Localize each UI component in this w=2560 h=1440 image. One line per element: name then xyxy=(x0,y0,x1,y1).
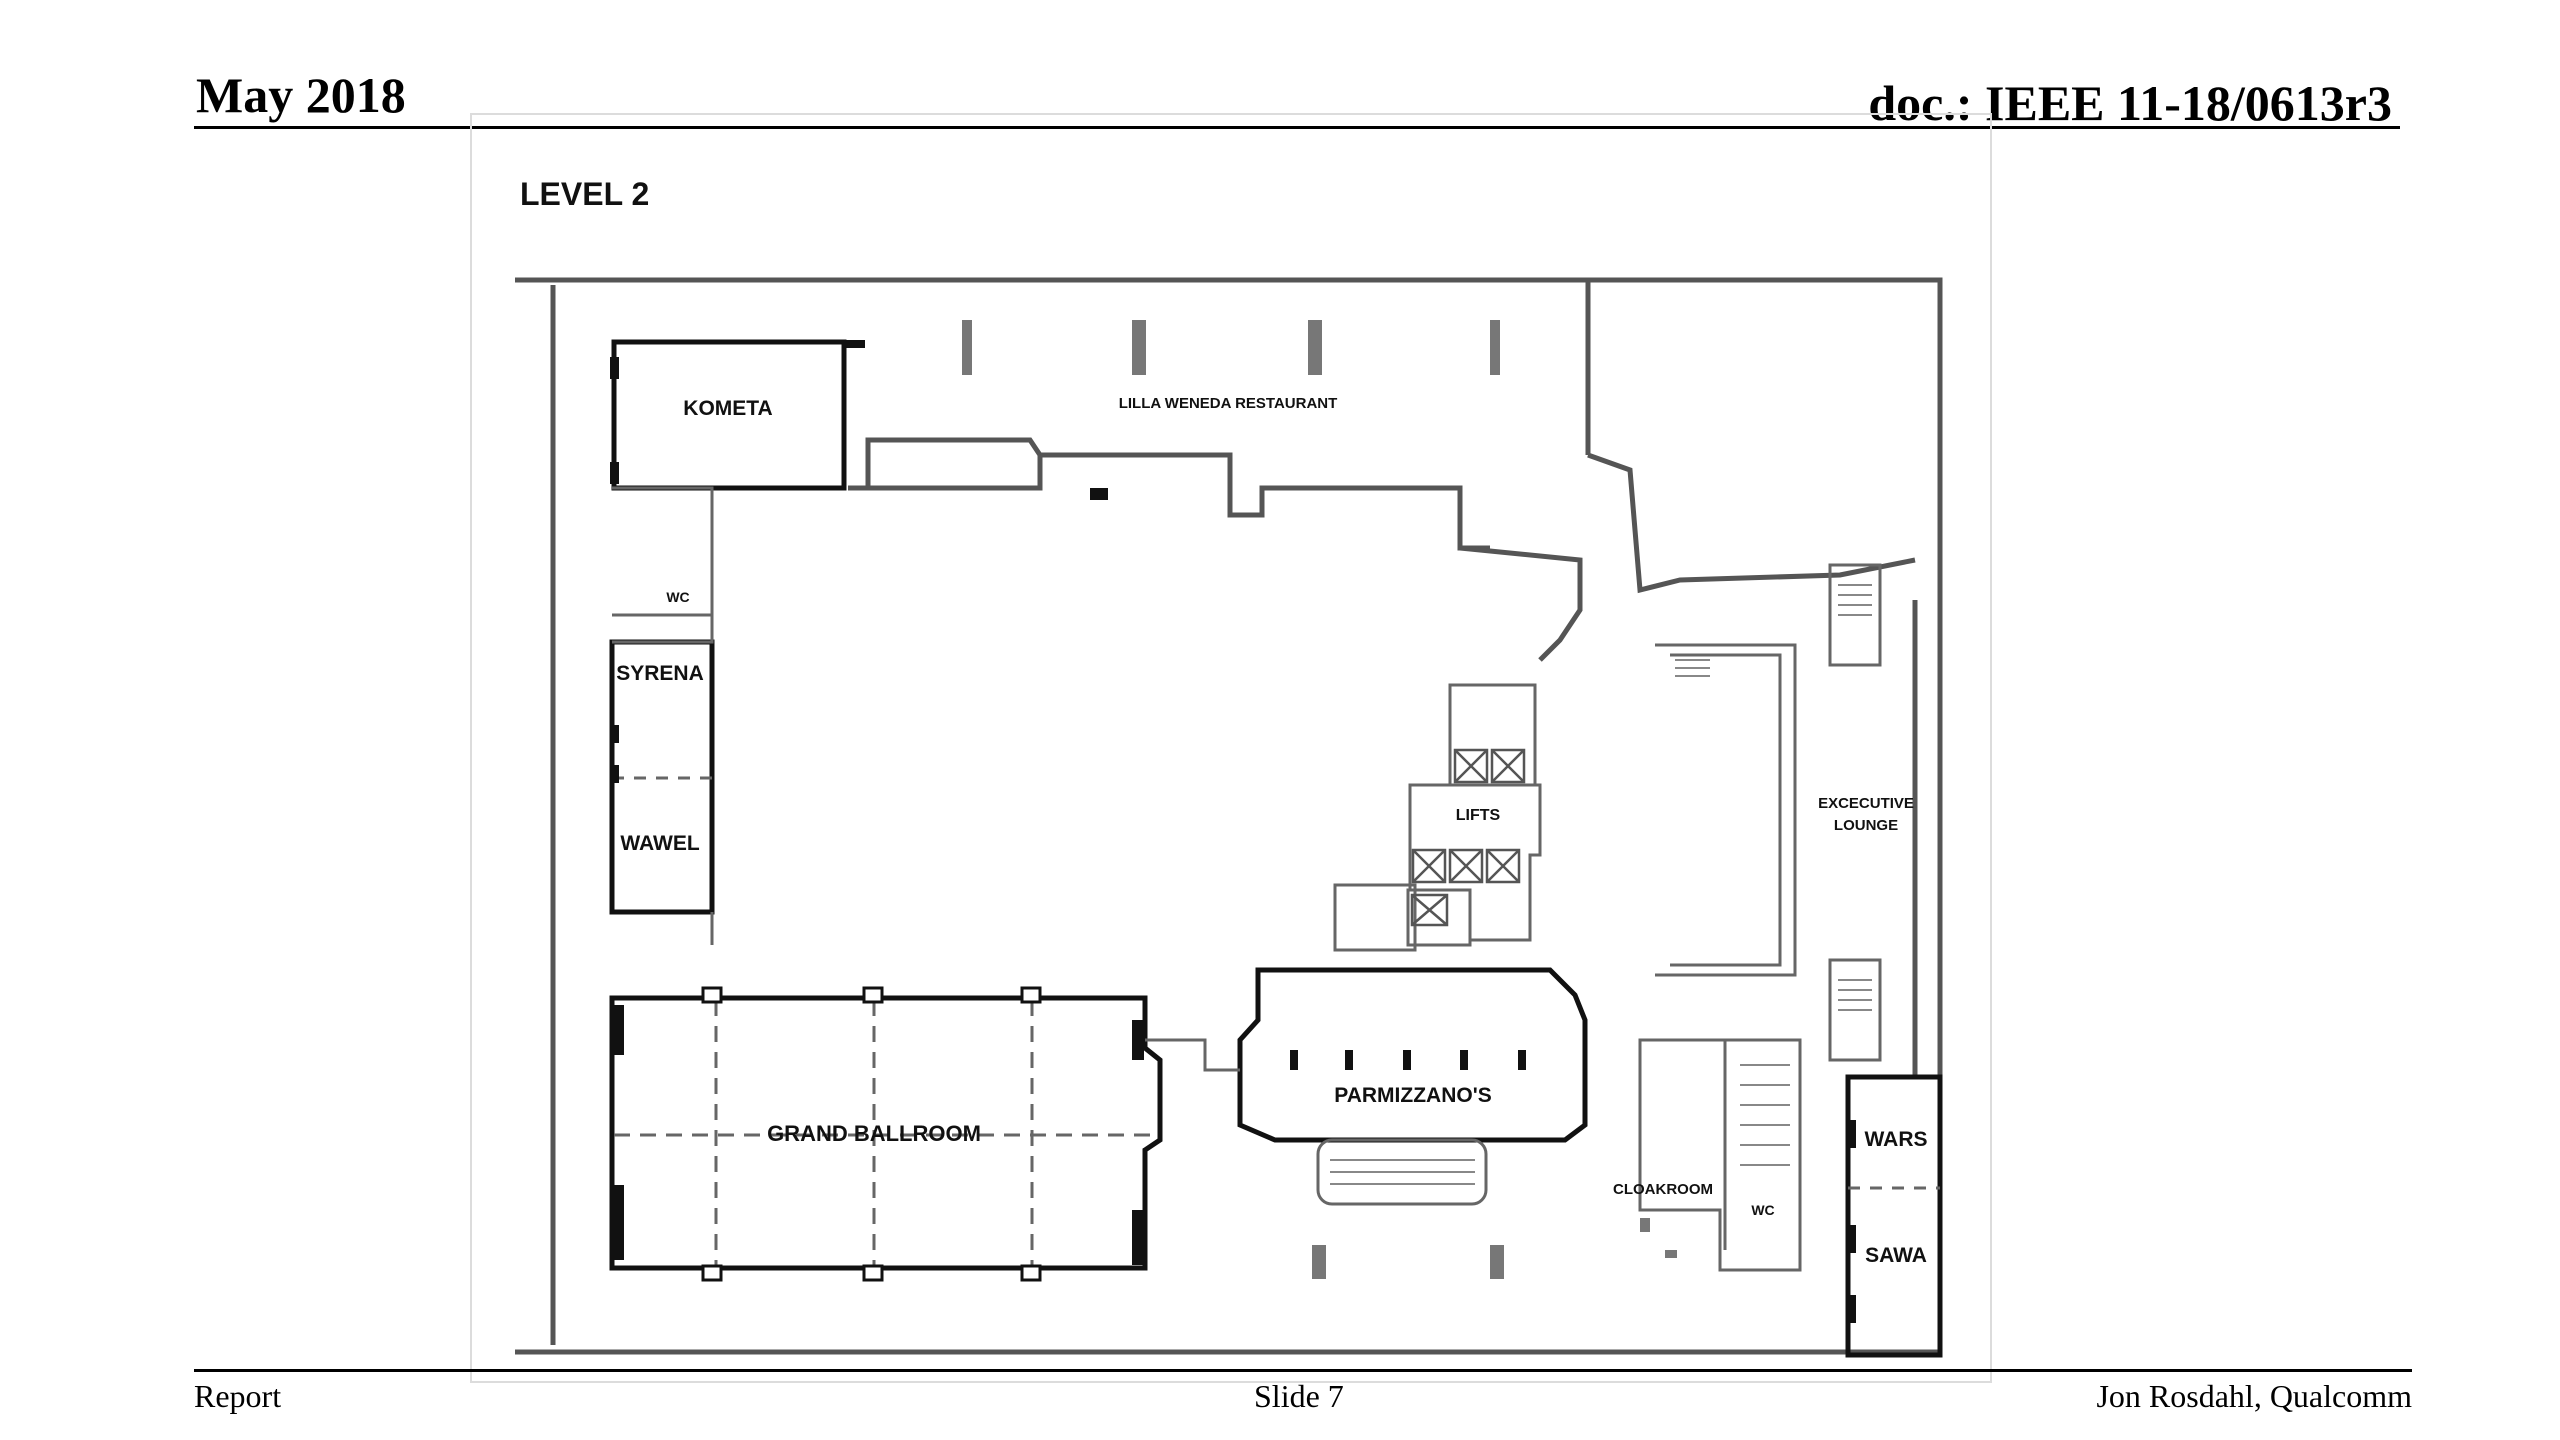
room-label-sawa: SAWA xyxy=(1865,1244,1927,1267)
wars-sawa-room xyxy=(1845,1074,1943,1358)
level-label: LEVEL 2 xyxy=(520,176,649,212)
lift-car xyxy=(1448,848,1484,884)
lift-car xyxy=(1490,748,1526,784)
room-label-parmizzanos: PARMIZZANO'S xyxy=(1334,1084,1491,1107)
door-marker xyxy=(1132,1210,1144,1265)
ballroom-niche xyxy=(862,1264,884,1282)
wc-block xyxy=(612,486,714,644)
door-marker xyxy=(1290,1050,1298,1070)
column xyxy=(1308,320,1322,375)
lift-upper xyxy=(1448,683,1537,787)
footer-slide-number: Slide 7 xyxy=(1254,1378,1344,1414)
door-marker xyxy=(1090,488,1108,500)
lounge-gallery-inner xyxy=(1670,653,1782,967)
room-label-lounge-line1: EXCECUTIVE xyxy=(1818,795,1914,812)
column xyxy=(1640,1218,1650,1232)
footer-report: Report xyxy=(194,1378,282,1414)
lift-corridor-wall xyxy=(1459,545,1583,662)
stair-west xyxy=(1333,883,1417,952)
door-marker xyxy=(1403,1050,1411,1070)
room-label-syrena: SYRENA xyxy=(616,662,704,685)
door-marker xyxy=(1132,1020,1144,1060)
column xyxy=(1665,1250,1677,1258)
kometa-room xyxy=(611,339,847,491)
restaurant-wall xyxy=(848,452,1490,551)
room-label-wawel: WAWEL xyxy=(620,832,699,855)
ballroom-niche xyxy=(862,986,884,1004)
door-marker xyxy=(843,340,865,348)
stair-south xyxy=(1406,888,1472,947)
stair-east-upper xyxy=(1828,563,1882,667)
escalators xyxy=(1316,1138,1488,1206)
lounge-top-wall xyxy=(1587,452,1916,594)
door-marker xyxy=(1345,1050,1353,1070)
ballroom-room xyxy=(609,995,1163,1271)
footer-rule xyxy=(194,1369,2412,1372)
door-marker xyxy=(610,462,619,484)
stair-east-lower xyxy=(1828,958,1882,1062)
door-marker xyxy=(1518,1050,1526,1070)
door-marker xyxy=(1846,1120,1856,1148)
room-label-wc: WC xyxy=(666,589,689,605)
header-date: May 2018 xyxy=(196,67,406,123)
building-outline xyxy=(515,277,1943,1355)
header-rule xyxy=(194,126,2400,129)
lift-car xyxy=(1485,848,1521,884)
column xyxy=(1490,1245,1504,1279)
room-label-kometa: KOMETA xyxy=(683,397,772,420)
door-marker xyxy=(1846,1225,1856,1253)
footer-author: Jon Rosdahl, Qualcomm xyxy=(2096,1378,2412,1414)
door-marker xyxy=(610,765,619,783)
room-label-wars: WARS xyxy=(1865,1128,1928,1151)
ballroom-niche xyxy=(1020,1264,1042,1282)
header-doc-id: doc.: IEEE 11-18/0613r3 xyxy=(1868,75,2392,131)
column xyxy=(962,320,972,375)
door-marker xyxy=(610,357,619,379)
door-marker xyxy=(1846,1295,1856,1323)
escalator-treads xyxy=(1330,1159,1475,1185)
column xyxy=(1312,1245,1326,1279)
lift-car xyxy=(1453,748,1489,784)
room-label-ballroom: GRAND BALLROOM xyxy=(767,1121,981,1146)
connector-corridor xyxy=(1145,1038,1240,1072)
door-marker xyxy=(1460,1050,1468,1070)
room-label-restaurant: LILLA WENEDA RESTAURANT xyxy=(1119,395,1338,412)
lift-car xyxy=(1411,848,1447,884)
room-label-lifts: LIFTS xyxy=(1456,807,1501,824)
parmizzanos-room xyxy=(1237,967,1588,1143)
ballroom-niche xyxy=(701,1264,723,1282)
column xyxy=(1490,320,1500,375)
cloakroom-block xyxy=(1638,1038,1802,1272)
column xyxy=(1132,320,1146,375)
room-label-wc-2: WC xyxy=(1751,1202,1774,1218)
lift-car xyxy=(1410,893,1449,927)
room-label-cloakroom: CLOAKROOM xyxy=(1613,1181,1713,1198)
room-label-lounge-line2: LOUNGE xyxy=(1834,817,1898,834)
restaurant-alcove xyxy=(865,437,1043,488)
stair-treads xyxy=(1675,584,1872,1166)
door-marker xyxy=(610,725,619,743)
lounge-gallery xyxy=(1655,643,1797,977)
floor-plan-frame xyxy=(470,113,1992,1383)
ballroom-niche xyxy=(701,986,723,1004)
door-marker xyxy=(610,1005,624,1055)
door-marker xyxy=(610,1185,624,1260)
ballroom-niche xyxy=(1020,986,1042,1004)
